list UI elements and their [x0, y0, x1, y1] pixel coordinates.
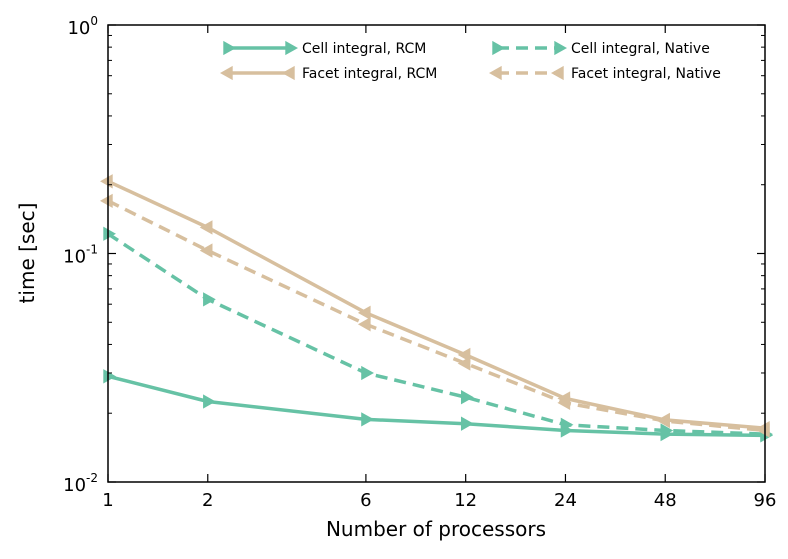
- data-point-1-1: [203, 292, 216, 307]
- data-point-3-6: [756, 423, 770, 438]
- legend-entry-3: Facet integral, Native: [488, 65, 721, 82]
- series-2: [99, 174, 770, 436]
- data-point-1-4: [560, 417, 574, 432]
- legend-marker-0: [285, 40, 299, 56]
- data-point-3-2: [357, 317, 371, 332]
- legend: Cell integral, RCM Facet integral, RCM Cel…: [219, 40, 721, 82]
- legend-label-2: Facet integral, RCM: [302, 66, 437, 82]
- data-point-0-3: [460, 416, 474, 431]
- data-point-2-0: [99, 174, 113, 189]
- data-point-1-2: [361, 365, 374, 381]
- x-tick-label-1: 2: [202, 490, 213, 511]
- legend-marker-1: [492, 40, 506, 56]
- x-tick-label-2: 6: [360, 490, 371, 511]
- series-3: [99, 193, 770, 438]
- y-tick-label-1: 10-1: [63, 243, 98, 268]
- data-point-3-5: [657, 413, 670, 429]
- y-axis-label: time [sec]: [15, 203, 39, 304]
- series-1: [103, 226, 774, 442]
- data-point-1-5: [660, 423, 674, 438]
- legend-marker-2: [281, 65, 295, 81]
- data-point-3-3: [457, 356, 471, 371]
- legend-marker-2: [219, 65, 233, 81]
- legend-marker-3: [550, 65, 564, 81]
- data-point-1-3: [460, 390, 474, 405]
- x-tick-label-5: 48: [654, 490, 677, 511]
- legend-entry-0: Cell integral, RCM: [223, 40, 426, 57]
- legend-entry-1: Cell integral, Native: [492, 40, 710, 57]
- x-tick-label-4: 24: [554, 490, 577, 511]
- data-point-0-2: [361, 412, 374, 427]
- data-point-3-1: [199, 243, 213, 258]
- legend-label-3: Facet integral, Native: [571, 66, 721, 82]
- legend-marker-0: [223, 40, 237, 56]
- series-layer: [99, 174, 774, 443]
- data-point-2-1: [199, 220, 213, 235]
- data-point-0-1: [203, 394, 216, 409]
- y-tick-label-2: 100: [67, 14, 98, 39]
- data-point-2-2: [357, 305, 371, 320]
- data-point-3-0: [99, 193, 113, 208]
- x-tick-label-6: 96: [754, 490, 777, 511]
- data-point-1-0: [103, 226, 117, 241]
- x-axis-label: Number of processors: [326, 517, 546, 541]
- y-tick-label-0: 10-2: [63, 471, 98, 496]
- legend-entry-2: Facet integral, RCM: [219, 65, 437, 82]
- legend-marker-1: [554, 40, 568, 56]
- legend-label-1: Cell integral, Native: [571, 41, 710, 57]
- x-tick-label-3: 12: [454, 490, 477, 511]
- series-line-3: [107, 199, 766, 433]
- x-tick-label-0: 1: [102, 490, 113, 511]
- data-point-3-4: [557, 395, 571, 411]
- data-point-2-3: [457, 347, 471, 363]
- legend-marker-3: [488, 65, 502, 81]
- legend-label-0: Cell integral, RCM: [302, 41, 426, 57]
- data-point-0-0: [103, 369, 117, 384]
